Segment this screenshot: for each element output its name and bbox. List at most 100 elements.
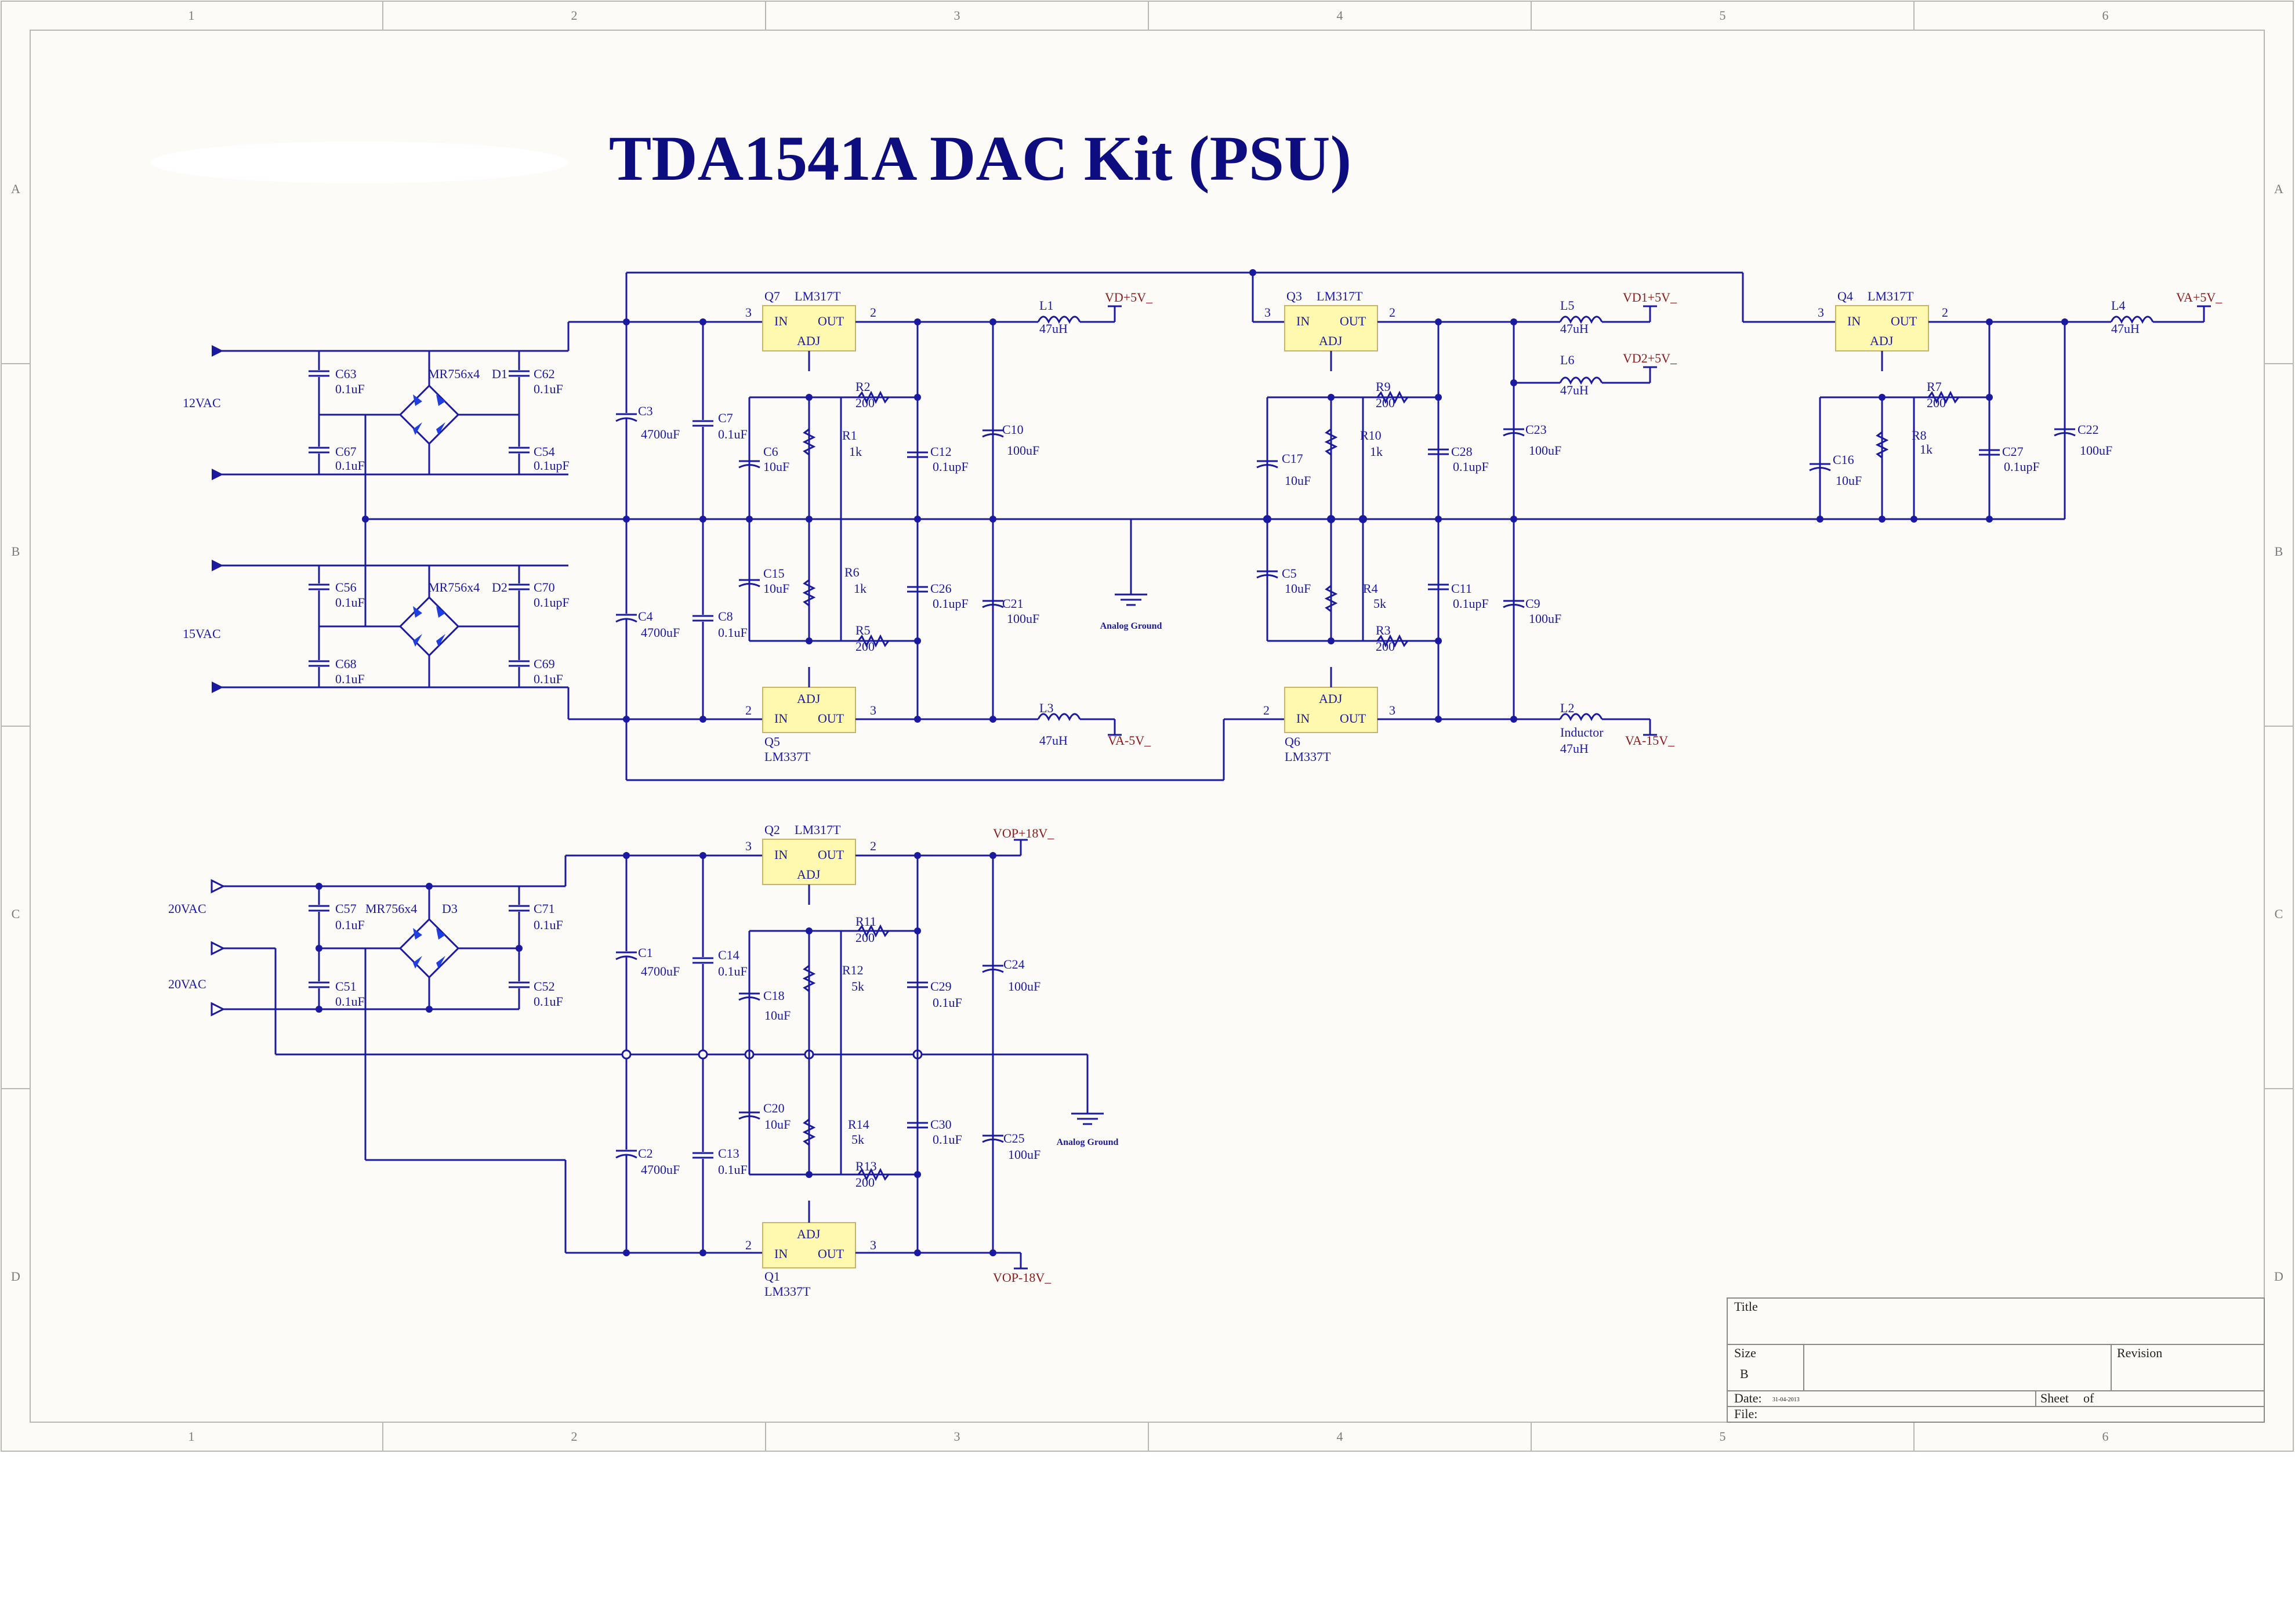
reg-pin: 3 bbox=[1264, 305, 1271, 320]
rail-label: VA+5V_ bbox=[2176, 290, 2223, 304]
cap-ref: C71 bbox=[534, 901, 555, 916]
ind-ref: L4 bbox=[2111, 298, 2125, 313]
res-val: 200 bbox=[855, 930, 875, 945]
cap-ref: C17 bbox=[1282, 451, 1303, 466]
reg-adj: ADJ bbox=[1319, 334, 1343, 348]
input-arrow-icon bbox=[212, 469, 223, 480]
cap-val: 0.1uF bbox=[534, 994, 563, 1009]
res-val: 200 bbox=[1376, 396, 1395, 410]
res-ref: R5 bbox=[855, 623, 871, 637]
cap-ref: C15 bbox=[763, 566, 785, 581]
ind-ref: L6 bbox=[1560, 353, 1574, 367]
reg-adj: ADJ bbox=[1870, 334, 1894, 348]
col-label: 1 bbox=[188, 1429, 195, 1444]
pot-r1 bbox=[802, 428, 816, 456]
input-arrow-icon bbox=[211, 1002, 226, 1017]
cap-ref: C4 bbox=[638, 609, 653, 624]
cap-ref: C3 bbox=[638, 404, 653, 418]
reg-pin: 3 bbox=[1818, 305, 1824, 320]
ind-val: 47uH bbox=[1039, 733, 1068, 748]
reg-pin: 3 bbox=[870, 703, 876, 717]
rail-label: VOP+18V_ bbox=[993, 826, 1054, 840]
res-ref: R10 bbox=[1360, 428, 1382, 443]
cap-val: 0.1upF bbox=[933, 459, 969, 474]
ind-extra: Inductor bbox=[1560, 725, 1604, 740]
res-val: 1k bbox=[854, 581, 866, 596]
bridge-ref: D3 bbox=[442, 901, 458, 916]
reg-part: LM317T bbox=[1868, 289, 1914, 303]
regulator-q2 bbox=[762, 839, 856, 885]
res-val: 200 bbox=[855, 1175, 875, 1190]
cap-val: 0.1upF bbox=[933, 596, 969, 611]
res-val: 5k bbox=[851, 1132, 864, 1147]
cap-ref: C67 bbox=[335, 444, 357, 459]
cap-ref: C29 bbox=[930, 979, 952, 994]
cap-ref: C69 bbox=[534, 657, 555, 671]
cap-ref: C12 bbox=[930, 444, 952, 459]
psu-block-1: 12VAC 15VAC bbox=[183, 269, 2223, 781]
cap-ref: C14 bbox=[718, 948, 739, 962]
res-val: 1k bbox=[849, 444, 862, 459]
res-ref: R3 bbox=[1376, 623, 1391, 637]
title-label: Title bbox=[1734, 1299, 1758, 1314]
cap-ref: C68 bbox=[335, 657, 357, 671]
cap-val: 0.1uF bbox=[718, 625, 748, 640]
cap-ref: C18 bbox=[763, 988, 785, 1003]
bridge-ref: D1 bbox=[492, 367, 507, 381]
pot-r10 bbox=[1324, 428, 1338, 456]
reg-adj: ADJ bbox=[797, 691, 821, 706]
date-label: Date: bbox=[1734, 1391, 1762, 1405]
reg-pin: 2 bbox=[1389, 305, 1395, 320]
reg-in: IN bbox=[774, 1246, 788, 1261]
reg-out: OUT bbox=[818, 314, 844, 328]
resistor-r11 bbox=[857, 924, 890, 938]
reg-part: LM337T bbox=[764, 749, 811, 764]
cap-ref: C52 bbox=[534, 979, 555, 994]
cap-val: 100uF bbox=[1007, 611, 1039, 626]
res-ref: R13 bbox=[855, 1159, 877, 1173]
row-label: D bbox=[2274, 1269, 2283, 1284]
reg-ref: Q4 bbox=[1837, 289, 1853, 303]
input-12vac-label: 12VAC bbox=[183, 396, 221, 410]
res-val: 200 bbox=[855, 396, 875, 410]
col-label: 3 bbox=[954, 8, 960, 23]
res-ref: R8 bbox=[1912, 428, 1927, 443]
input-arrow-icon bbox=[211, 941, 226, 956]
resistor-r7 bbox=[1927, 390, 1960, 404]
cap-val: 0.1uF bbox=[534, 382, 563, 396]
cap-val: 0.1uF bbox=[335, 994, 365, 1009]
cap-ref: C54 bbox=[534, 444, 555, 459]
cap-val: 100uF bbox=[2080, 443, 2112, 458]
cap-val: 0.1uF bbox=[933, 1132, 962, 1147]
row-label: A bbox=[2274, 182, 2283, 196]
rail-label: VOP-18V_ bbox=[993, 1270, 1052, 1285]
cap-val: 0.1uF bbox=[335, 672, 365, 686]
cap-val: 0.1uF bbox=[718, 427, 748, 441]
psu-block-2: 20VAC 20VAC MR756x4 bbox=[168, 822, 1119, 1299]
col-label: 2 bbox=[571, 8, 578, 23]
cap-val: 0.1uF bbox=[335, 458, 365, 473]
cap-val: 4700uF bbox=[641, 964, 680, 978]
reg-pin: 3 bbox=[745, 839, 752, 853]
cap-val: 4700uF bbox=[641, 427, 680, 441]
res-val: 200 bbox=[1927, 396, 1946, 410]
reg-out: OUT bbox=[818, 1246, 844, 1261]
cap-ref: C62 bbox=[534, 367, 555, 381]
res-ref: R14 bbox=[848, 1117, 869, 1132]
ind-ref: L3 bbox=[1039, 701, 1053, 715]
diode-icon bbox=[413, 394, 445, 435]
ind-val: 47uH bbox=[2111, 321, 2140, 336]
cap-val: 4700uF bbox=[641, 625, 680, 640]
cap-val: 100uF bbox=[1008, 979, 1040, 994]
reg-in: IN bbox=[1296, 314, 1310, 328]
reg-adj: ADJ bbox=[797, 1227, 821, 1241]
cap-ref: C9 bbox=[1525, 596, 1540, 611]
ind-val: 47uH bbox=[1039, 321, 1068, 336]
cap-ref: C51 bbox=[335, 979, 357, 994]
cap-ref: C21 bbox=[1002, 596, 1024, 611]
row-label: C bbox=[12, 907, 20, 921]
cap-ref: C23 bbox=[1525, 422, 1547, 437]
bridge-part: MR756x4 bbox=[365, 901, 417, 916]
cap-val: 0.1upF bbox=[534, 458, 570, 473]
